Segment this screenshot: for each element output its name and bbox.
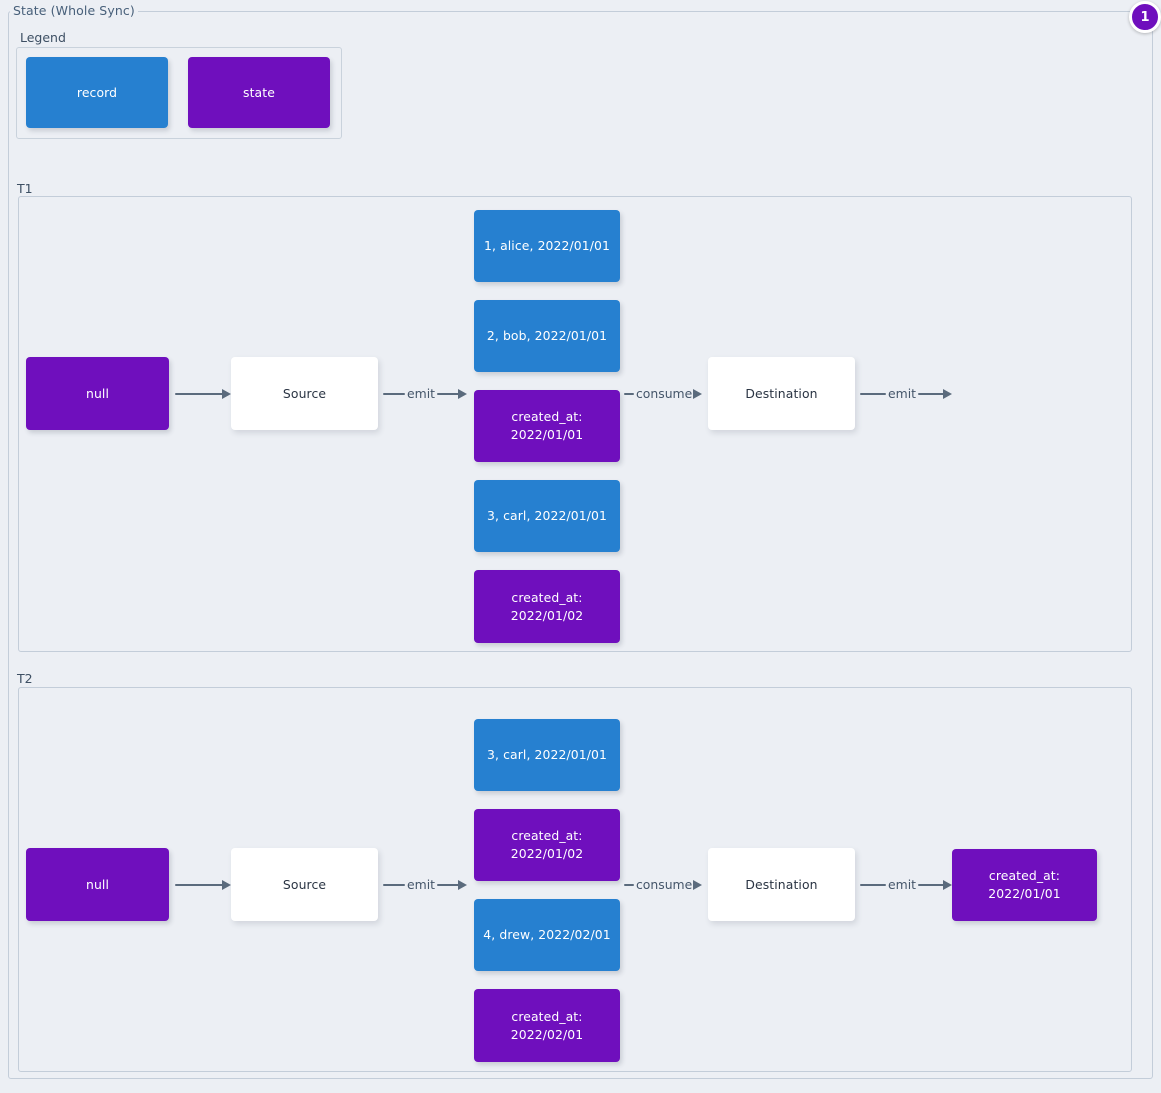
section-t2-title: T2 bbox=[14, 671, 36, 686]
t1-stack-item-0: 1, alice, 2022/01/01 bbox=[474, 210, 620, 282]
step-badge[interactable]: 1 bbox=[1129, 1, 1161, 33]
t2-stack-item-2-label: 4, drew, 2022/02/01 bbox=[483, 927, 611, 942]
t2-stack-item-3-label: created_at: 2022/02/01 bbox=[510, 1008, 584, 1042]
arrow-head-icon bbox=[693, 389, 703, 399]
t2-arrow-consume: consume bbox=[624, 874, 703, 896]
arrow-line bbox=[918, 883, 944, 887]
arrow-head-icon bbox=[458, 389, 467, 399]
t2-stack-item-0: 3, carl, 2022/01/01 bbox=[474, 719, 620, 791]
t1-state-in-label: null bbox=[86, 385, 109, 401]
t1-source-emit-label: emit bbox=[407, 386, 435, 401]
t1-stack-item-2: created_at: 2022/01/01 bbox=[474, 390, 620, 462]
t2-dest-emit-label: emit bbox=[888, 877, 916, 892]
legend-item-record-label: record bbox=[76, 84, 118, 100]
arrow-line bbox=[175, 392, 223, 396]
t2-source-label: Source bbox=[282, 876, 327, 892]
t1-stack-item-3: 3, carl, 2022/01/01 bbox=[474, 480, 620, 552]
arrow-line bbox=[383, 392, 405, 396]
arrow-line bbox=[918, 392, 944, 396]
t2-state-in-label: null bbox=[86, 876, 109, 892]
t2-state-out-label: created_at: 2022/01/01 bbox=[988, 868, 1061, 901]
t1-source: Source bbox=[231, 357, 378, 430]
arrow-head-icon bbox=[943, 389, 952, 399]
t1-arrow-source-emit: emit bbox=[383, 383, 467, 405]
arrow-head-icon bbox=[222, 880, 231, 890]
t2-arrow-source-emit: emit bbox=[383, 874, 467, 896]
t1-source-label: Source bbox=[282, 385, 327, 401]
diagram-title: State (Whole Sync) bbox=[10, 3, 138, 18]
t2-arrow-state-to-source bbox=[175, 874, 231, 896]
arrow-line bbox=[624, 392, 634, 396]
t2-destination-label: Destination bbox=[745, 876, 818, 892]
t1-stack-item-1-label: 2, bob, 2022/01/01 bbox=[486, 328, 608, 343]
t2-state-out: created_at: 2022/01/01 bbox=[952, 849, 1097, 921]
legend-item-state-label: state bbox=[243, 84, 275, 100]
t1-destination-label: Destination bbox=[745, 385, 818, 401]
t1-stack-item-3-label: 3, carl, 2022/01/01 bbox=[487, 508, 607, 523]
t2-state-in: null bbox=[26, 848, 169, 921]
t1-arrow-state-to-source bbox=[175, 383, 231, 405]
t2-source-emit-label: emit bbox=[407, 877, 435, 892]
arrow-line bbox=[437, 883, 459, 887]
t1-stack-item-4: created_at: 2022/01/02 bbox=[474, 570, 620, 643]
t1-consume-label: consume bbox=[636, 386, 693, 401]
t2-stack-item-1-label: created_at: 2022/01/02 bbox=[510, 828, 584, 861]
t2-stack-item-3: created_at: 2022/02/01 bbox=[474, 989, 620, 1062]
t1-destination: Destination bbox=[708, 357, 855, 430]
t1-stack-item-4-label: created_at: 2022/01/02 bbox=[510, 589, 584, 623]
step-badge-value: 1 bbox=[1140, 9, 1150, 25]
legend-title: Legend bbox=[17, 30, 69, 45]
arrow-line bbox=[175, 883, 223, 887]
arrow-line bbox=[624, 883, 634, 887]
arrow-head-icon bbox=[458, 880, 467, 890]
t2-destination: Destination bbox=[708, 848, 855, 921]
t2-consume-label: consume bbox=[636, 877, 693, 892]
legend-item-record: record bbox=[26, 57, 168, 128]
t1-stack-item-2-label: created_at: 2022/01/01 bbox=[510, 409, 584, 442]
arrow-line bbox=[860, 392, 886, 396]
t1-arrow-dest-emit: emit bbox=[860, 383, 952, 405]
t1-stack-item-1: 2, bob, 2022/01/01 bbox=[474, 300, 620, 372]
t2-arrow-dest-emit: emit bbox=[860, 874, 952, 896]
t2-stack-item-2: 4, drew, 2022/02/01 bbox=[474, 899, 620, 971]
t1-arrow-consume: consume bbox=[624, 383, 703, 405]
t1-stack-item-0-label: 1, alice, 2022/01/01 bbox=[484, 238, 610, 253]
section-t1-title: T1 bbox=[14, 181, 36, 196]
arrow-head-icon bbox=[222, 389, 231, 399]
t2-stack-item-1: created_at: 2022/01/02 bbox=[474, 809, 620, 881]
arrow-line bbox=[383, 883, 405, 887]
legend-item-state: state bbox=[188, 57, 330, 128]
t1-dest-emit-label: emit bbox=[888, 386, 916, 401]
arrow-head-icon bbox=[693, 880, 703, 890]
arrow-line bbox=[860, 883, 886, 887]
t1-state-in: null bbox=[26, 357, 169, 430]
t2-stack-item-0-label: 3, carl, 2022/01/01 bbox=[487, 747, 607, 762]
arrow-head-icon bbox=[943, 880, 952, 890]
t2-source: Source bbox=[231, 848, 378, 921]
arrow-line bbox=[437, 392, 459, 396]
